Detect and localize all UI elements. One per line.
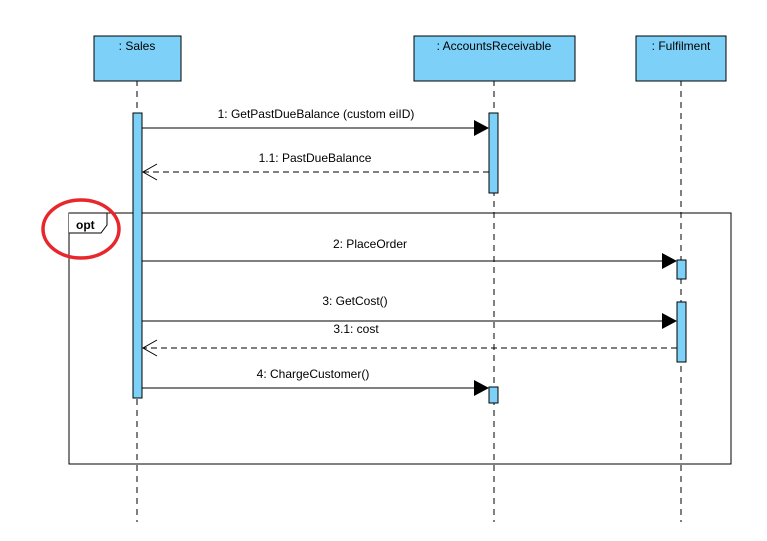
message-3-get-cost[interactable]: 3: GetCost(): [142, 294, 677, 329]
opt-fragment-frame: [68, 212, 732, 465]
activation-ar-2: [488, 386, 499, 404]
lifeline-sales-label: : Sales: [119, 39, 156, 53]
message-4-charge-customer[interactable]: 4: ChargeCustomer(): [142, 367, 489, 396]
lifeline-ar-head[interactable]: [413, 35, 576, 82]
lifeline-ar-label: : AccountsReceivable: [437, 39, 552, 53]
activation-ar-1: [488, 112, 499, 194]
message-1-1-label: 1.1: PastDueBalance: [259, 151, 372, 165]
opt-fragment-tab: [69, 212, 108, 234]
message-2-arrowhead: [662, 253, 677, 269]
lifeline-fulfilment-label: : Fulfilment: [652, 39, 711, 53]
message-1-1-past-due-balance[interactable]: 1.1: PastDueBalance: [141, 151, 489, 181]
message-2-label: 2: PlaceOrder: [333, 237, 407, 251]
opt-fragment-operator: opt: [76, 218, 95, 232]
message-3-1-arrowhead: [141, 339, 158, 357]
message-3-label: 3: GetCost(): [322, 294, 387, 308]
lifeline-accounts-receivable[interactable]: : AccountsReceivable: [413, 35, 576, 522]
message-2-place-order[interactable]: 2: PlaceOrder: [142, 237, 677, 269]
activation-sales: [132, 112, 143, 399]
message-3-arrowhead: [662, 313, 677, 329]
activation-fulfilment-2: [676, 301, 687, 363]
lifeline-sales-head[interactable]: [93, 35, 182, 82]
lifeline-fulfilment-head[interactable]: [635, 35, 727, 82]
opt-fragment[interactable]: opt: [68, 212, 732, 465]
lifeline-fulfilment[interactable]: : Fulfilment: [635, 35, 727, 522]
activation-fulfilment-1: [676, 259, 687, 280]
highlight-circle: [41, 198, 121, 260]
message-3-1-label: 3.1: cost: [333, 322, 379, 336]
message-1-1-arrowhead: [141, 163, 158, 181]
message-1-arrowhead: [474, 120, 489, 136]
lifeline-sales[interactable]: : Sales: [93, 35, 182, 522]
message-4-arrowhead: [474, 380, 489, 396]
message-4-label: 4: ChargeCustomer(): [257, 367, 370, 381]
message-1-get-past-due-balance[interactable]: 1: GetPastDueBalance (custom eiID): [142, 107, 489, 136]
message-1-label: 1: GetPastDueBalance (custom eiID): [218, 107, 415, 121]
message-3-1-cost[interactable]: 3.1: cost: [141, 322, 677, 357]
